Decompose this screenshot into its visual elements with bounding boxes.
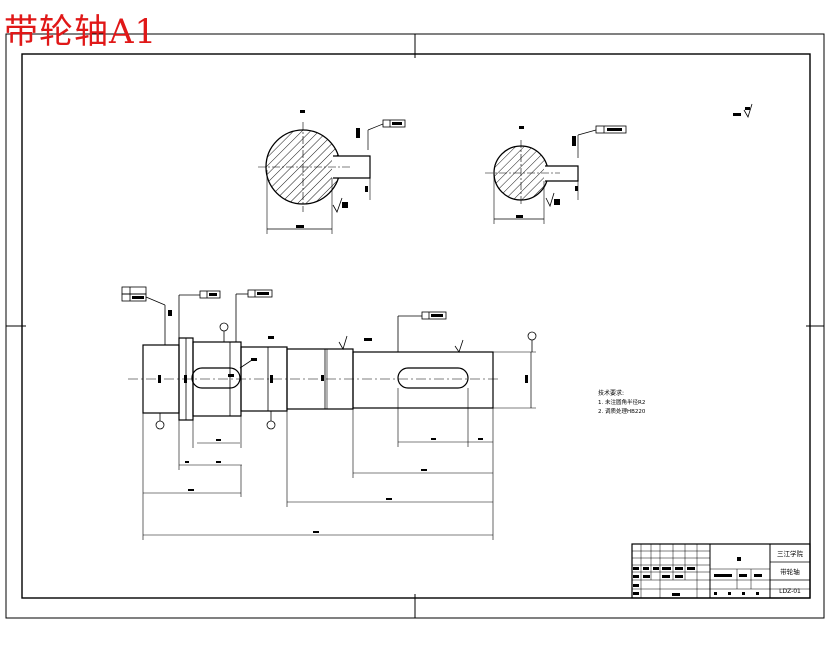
overlay-title: 带轮轴A1 [4,12,158,52]
length-dimensions [142,388,494,540]
part-name: 带轮轴 [780,567,800,576]
shaft-diameter-dims [158,349,536,409]
notes-item-2: 2. 调质处理HB220 [598,407,646,415]
shaft-main-view [128,337,500,421]
section-view-right [485,125,627,224]
technical-requirements: 技术要求: 1. 未注圆角半径R2 2. 调质处理HB220 [598,389,646,415]
centering-marks [6,34,824,618]
school-name: 三江学院 [777,549,804,558]
drawing-frame [21,53,811,599]
notes-item-1: 1. 未注圆角半径R2 [598,398,645,406]
tolerance-frames [121,286,447,352]
shaft-roughness-marks [239,335,464,369]
drawing-number: LDZ-01 [779,588,801,595]
section-view-left [258,110,406,234]
notes-heading: 技术要求: [598,389,624,397]
roughness-note [733,103,753,119]
title-block [631,543,811,599]
sheet-edge [5,33,825,619]
datum-symbols [155,322,537,430]
